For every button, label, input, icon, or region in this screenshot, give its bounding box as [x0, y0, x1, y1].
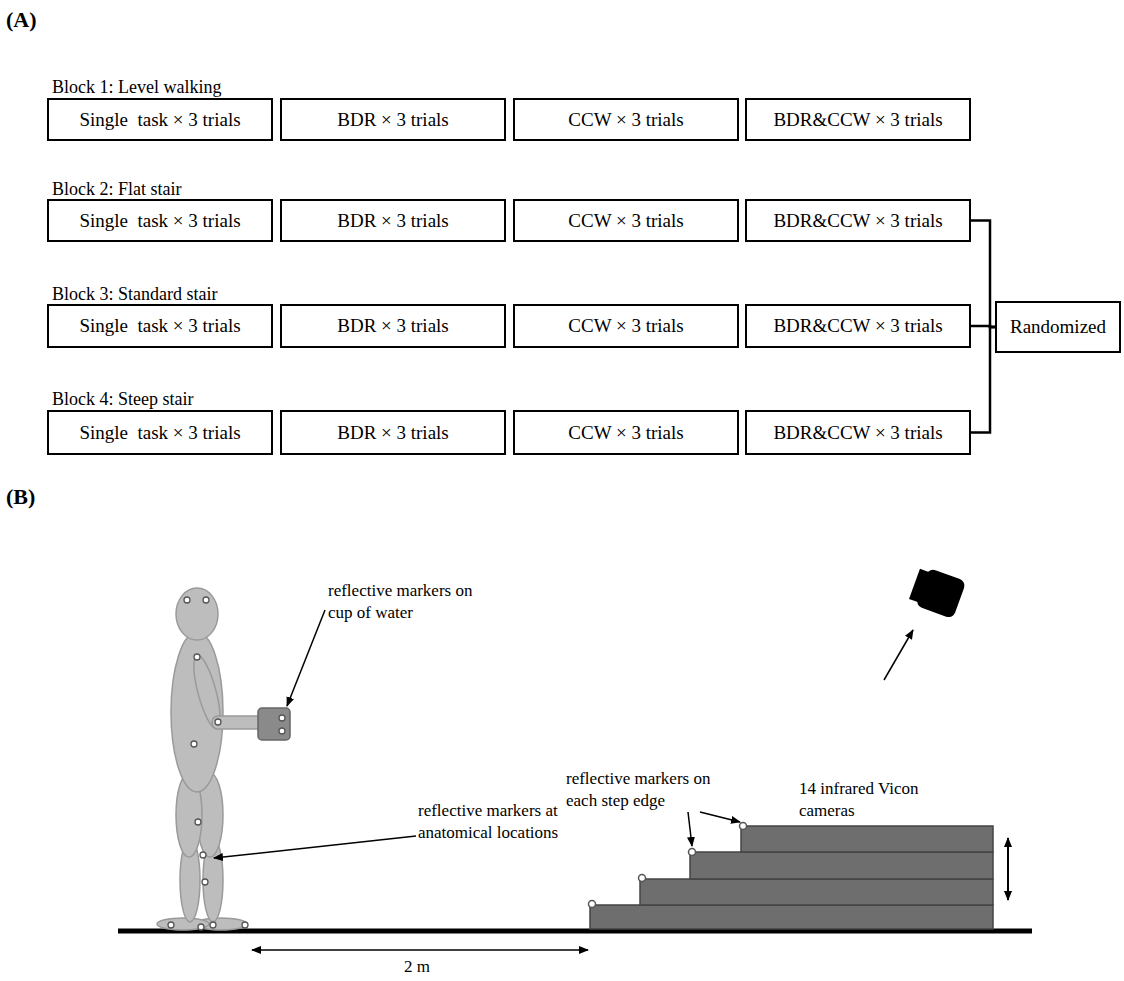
- callout-label: reflective markers on cup of water: [328, 580, 500, 624]
- staircase: [590, 826, 993, 929]
- box-text: Single task × 3 trials: [79, 422, 240, 444]
- box-text: CCW × 3 trials: [568, 422, 683, 444]
- leader-line: [884, 630, 913, 680]
- trial-box: CCW × 3 trials: [513, 199, 739, 242]
- box-text: BDR × 3 trials: [337, 109, 449, 131]
- leader-line: [700, 812, 740, 822]
- callout-label: 14 infrared Vicon cameras: [799, 778, 941, 822]
- trial-box: CCW × 3 trials: [513, 304, 739, 348]
- block-label: Block 3: Standard stair: [52, 283, 217, 306]
- block-label: Block 4: Steep stair: [52, 388, 193, 411]
- box-text: Single task × 3 trials: [79, 315, 240, 337]
- trial-box: BDR × 3 trials: [280, 410, 506, 455]
- box-text: CCW × 3 trials: [568, 315, 683, 337]
- body-markers: [168, 597, 285, 930]
- box-text: BDR&CCW × 3 trials: [773, 315, 942, 337]
- dimension-arrow: [252, 949, 588, 951]
- trial-box: BDR&CCW × 3 trials: [745, 304, 971, 348]
- camera-icon: [908, 565, 967, 619]
- trial-box: BDR&CCW × 3 trials: [745, 410, 971, 455]
- box-text: BDR × 3 trials: [337, 210, 449, 232]
- person-figure: [157, 588, 290, 930]
- callout-label: reflective markers on each step edge: [566, 768, 714, 812]
- box-text: CCW × 3 trials: [568, 210, 683, 232]
- trial-box: Single task × 3 trials: [47, 410, 273, 455]
- trial-box: Single task × 3 trials: [47, 304, 273, 348]
- trial-box: BDR&CCW × 3 trials: [745, 199, 971, 242]
- trial-box: BDR × 3 trials: [280, 199, 506, 242]
- trial-box: CCW × 3 trials: [513, 410, 739, 455]
- bracket-connector: [971, 221, 995, 328]
- leader-line: [214, 836, 416, 858]
- block-label: Block 1: Level walking: [52, 76, 221, 99]
- bracket-connector: [971, 327, 995, 433]
- panel-label: (B): [6, 483, 35, 512]
- block-label: Block 2: Flat stair: [52, 178, 182, 201]
- trial-box: Single task × 3 trials: [47, 199, 273, 242]
- box-text: BDR × 3 trials: [337, 315, 449, 337]
- box-text: BDR&CCW × 3 trials: [773, 109, 942, 131]
- trial-box: BDR × 3 trials: [280, 98, 506, 141]
- box-text: Single task × 3 trials: [79, 210, 240, 232]
- box-text: BDR × 3 trials: [337, 422, 449, 444]
- height-arrow: [1007, 838, 1009, 900]
- trial-box: Single task × 3 trials: [47, 98, 273, 141]
- box-text: Randomized: [1010, 316, 1106, 338]
- box-text: Single task × 3 trials: [79, 109, 240, 131]
- panel-label: (A): [6, 6, 37, 35]
- trial-box: BDR&CCW × 3 trials: [745, 98, 971, 141]
- group-box: Randomized: [995, 301, 1121, 353]
- step-markers: [589, 823, 747, 908]
- callout-label: reflective markers at anatomical locatio…: [418, 800, 586, 844]
- leader-line: [688, 812, 692, 846]
- box-text: BDR&CCW × 3 trials: [773, 210, 942, 232]
- trial-box: CCW × 3 trials: [513, 98, 739, 141]
- box-text: BDR&CCW × 3 trials: [773, 422, 942, 444]
- dimension-label: 2 m: [404, 956, 430, 978]
- box-text: CCW × 3 trials: [568, 109, 683, 131]
- trial-box: BDR × 3 trials: [280, 304, 506, 348]
- leader-line: [287, 610, 325, 706]
